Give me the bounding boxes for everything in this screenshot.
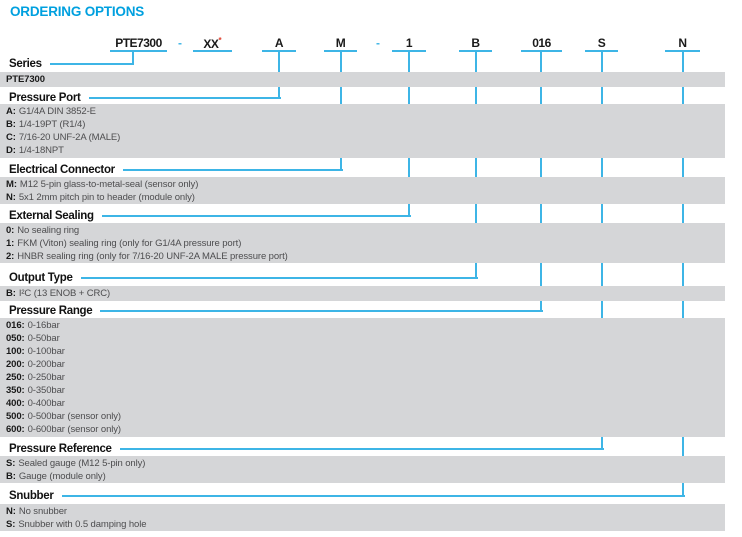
footnote-asterisk: * [218,36,222,45]
option-row: S:Snubber with 0.5 damping hole [6,519,147,530]
option-row: 600:0-600bar (sensor only) [6,424,122,435]
option-row: 0:No sealing ring [6,225,80,236]
page-title: ORDERING OPTIONS [10,4,145,19]
header-line [80,276,478,279]
code-pressure-port: A [262,36,296,52]
header-line [61,494,685,497]
options-band-output-type: B:I²C (13 ENOB + CRC) [0,286,725,301]
header-line [101,214,411,217]
section-header-series: Series [9,57,134,70]
option-row: 250:0-250bar [6,372,65,383]
option-row: C:7/16-20 UNF-2A (MALE) [6,132,121,143]
section-header-pressure-reference: Pressure Reference [9,442,604,455]
option-row: A:G1/4A DIN 3852-E [6,106,96,117]
header-line [49,62,134,65]
option-row: 016:0-16bar [6,320,60,331]
section-label: Output Type [9,271,73,284]
section-header-pressure-port: Pressure Port [9,91,281,104]
option-row: PTE7300 [6,74,45,85]
option-row: S:Sealed gauge (M12 5-pin only) [6,458,146,469]
options-band-snubber: N:No snubber S:Snubber with 0.5 damping … [0,504,725,531]
code-custom-text: XX [203,37,219,51]
option-row: 100:0-100bar [6,346,65,357]
option-row: B:1/4-19PT (R1/4) [6,119,86,130]
option-row: B:I²C (13 ENOB + CRC) [6,288,111,299]
option-row: 200:0-200bar [6,359,65,370]
option-row: 1:FKM (Viton) sealing ring (only for G1/… [6,238,242,249]
option-row: 050:0-50bar [6,333,60,344]
options-band-electrical-connector: M:M12 5-pin glass-to-metal-seal (sensor … [0,177,725,204]
connector-line-series [132,51,134,64]
options-band-pressure-reference: S:Sealed gauge (M12 5-pin only) B:Gauge … [0,456,725,483]
header-line [119,447,604,450]
code-custom: XX* [193,36,232,52]
header-line [88,96,281,99]
option-row: 2:HNBR sealing ring (only for 7/16-20 UN… [6,251,288,262]
code-pressure-reference: S [585,36,618,52]
section-label: External Sealing [9,209,94,222]
option-row: 400:0-400bar [6,398,65,409]
option-row: 350:0-350bar [6,385,65,396]
options-band-external-sealing: 0:No sealing ring 1:FKM (Viton) sealing … [0,223,725,263]
code-output-type: B [459,36,492,52]
section-header-pressure-range: Pressure Range [9,304,543,317]
connector-line-output-type [475,51,477,278]
option-row: D:1/4-18NPT [6,145,64,156]
section-header-snubber: Snubber [9,489,685,502]
section-header-electrical-connector: Electrical Connector [9,163,343,176]
section-label: Pressure Port [9,91,81,104]
options-band-pressure-port: A:G1/4A DIN 3852-E B:1/4-19PT (R1/4) C:7… [0,104,725,158]
code-series-text: PTE7300 [115,36,162,50]
options-band-series: PTE7300 [0,72,725,87]
code-pressure-range: 016 [521,36,562,52]
section-header-external-sealing: External Sealing [9,209,411,222]
section-label: Snubber [9,489,54,502]
code-series: PTE7300 [110,36,167,52]
option-row: M:M12 5-pin glass-to-metal-seal (sensor … [6,179,199,190]
section-label: Pressure Reference [9,442,112,455]
option-row: N:5x1 2mm pitch pin to header (module on… [6,192,195,203]
section-label: Pressure Range [9,304,93,317]
section-label: Electrical Connector [9,163,115,176]
header-line [122,168,343,171]
section-label: Series [9,57,42,70]
section-header-output-type: Output Type [9,271,478,284]
code-separator-2: - [376,36,380,50]
code-electrical-connector: M [324,36,357,52]
code-snubber: N [665,36,700,52]
header-line [100,309,543,312]
option-row: N:No snubber [6,506,67,517]
code-separator-1: - [178,36,182,50]
code-external-sealing: 1 [392,36,426,52]
connector-line-snubber [682,51,684,496]
options-band-pressure-range: 016:0-16bar 050:0-50bar 100:0-100bar 200… [0,318,725,437]
option-row: 500:0-500bar (sensor only) [6,411,122,422]
option-row: B:Gauge (module only) [6,471,106,482]
